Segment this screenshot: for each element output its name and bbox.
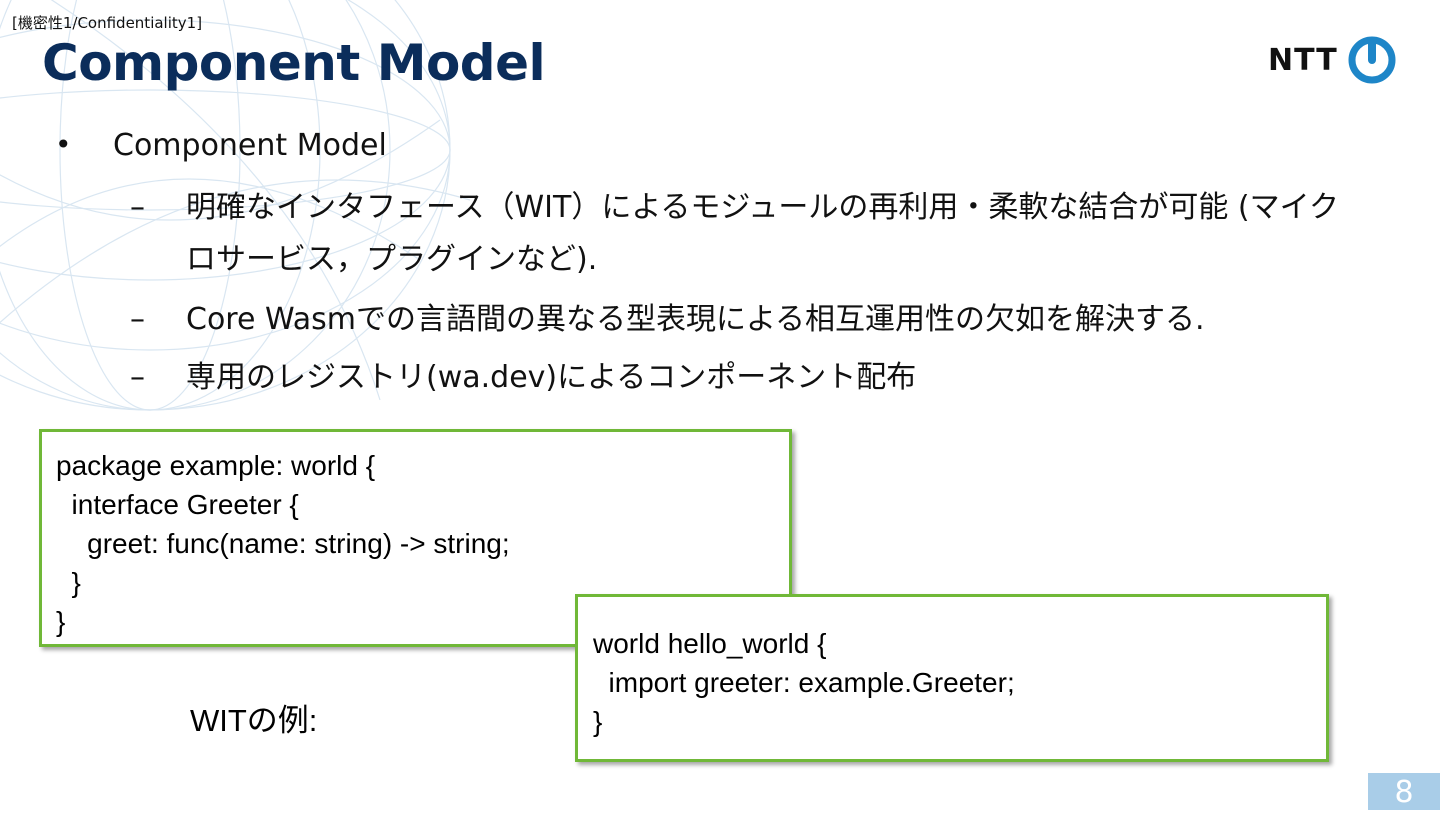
wit-world-code-box: world hello_world { import greeter: exam… <box>575 594 1329 762</box>
sub-bullet-text: 専用のレジストリ(wa.dev)によるコンポーネント配布 <box>186 360 917 395</box>
bullet-main-text: Component Model <box>113 128 387 163</box>
page-number: 8 <box>1368 773 1440 810</box>
bullet-marker: • <box>55 128 72 161</box>
logo-text: NTT <box>1268 42 1338 78</box>
globe-decoration <box>0 0 471 411</box>
sub-bullet-marker: – <box>130 190 145 225</box>
slide-title: Component Model <box>42 34 546 92</box>
sub-bullet-2: – Core Wasmでの言語間の異なる型表現による相互運用性の欠如を解決する. <box>130 294 1386 346</box>
sub-bullet-marker: – <box>130 360 145 395</box>
wit-example-caption: WITの例: <box>190 703 318 738</box>
sub-bullet-1: – 明確なインタフェース（WIT）によるモジュールの再利用・柔軟な結合が可能 (… <box>130 182 1366 286</box>
bullet-main: • Component Model <box>55 128 387 163</box>
ntt-logo: NTT <box>1268 36 1396 84</box>
sub-bullet-text: Core Wasmでの言語間の異なる型表現による相互運用性の欠如を解決する. <box>186 302 1205 337</box>
sub-bullet-marker: – <box>130 302 145 337</box>
confidentiality-label: [機密性1/Confidentiality1] <box>12 14 203 32</box>
sub-bullet-text: 明確なインタフェース（WIT）によるモジュールの再利用・柔軟な結合が可能 (マイ… <box>186 190 1339 277</box>
ntt-logo-icon <box>1348 36 1396 84</box>
sub-bullet-3: – 専用のレジストリ(wa.dev)によるコンポーネント配布 <box>130 352 1386 404</box>
